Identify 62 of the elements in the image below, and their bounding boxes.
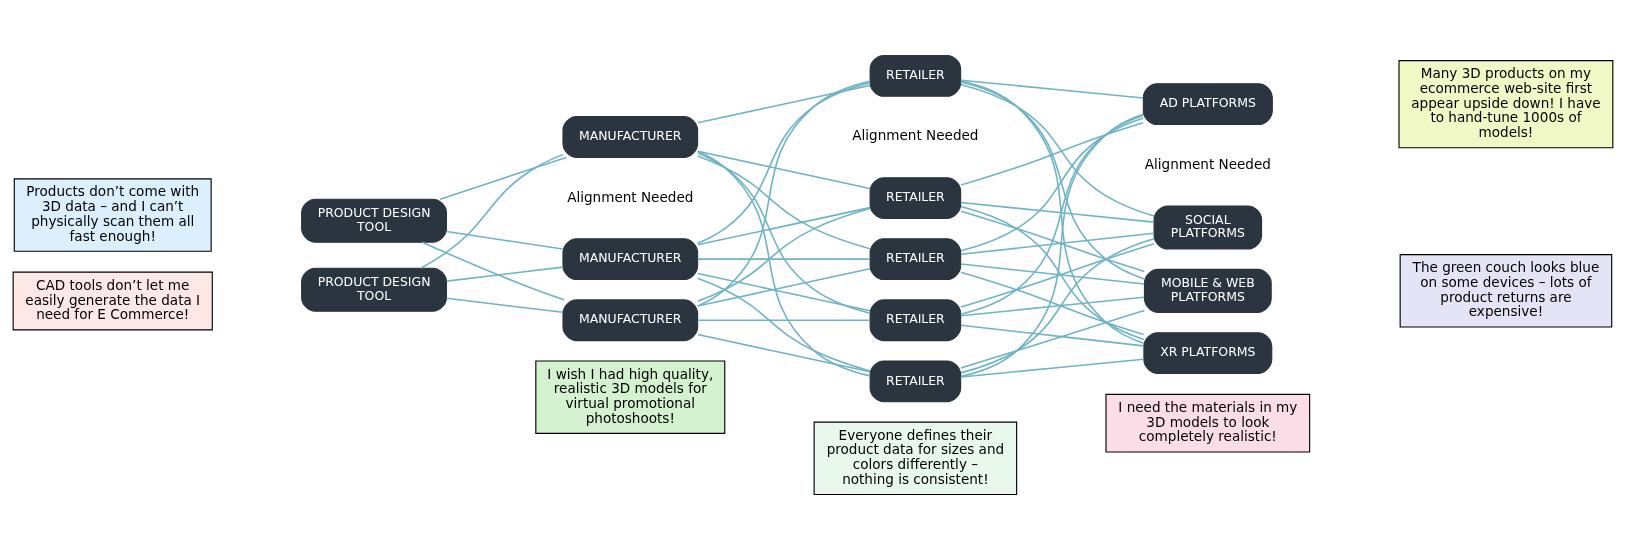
- connector: [960, 121, 1144, 186]
- connector: [960, 231, 1155, 255]
- connector: [696, 206, 871, 246]
- connector: [960, 83, 1155, 217]
- connector: [696, 149, 871, 377]
- node-box: AD PLATFORMS: [1142, 82, 1273, 125]
- node-box: XR PLATFORMS: [1143, 331, 1273, 374]
- node-box: PRODUCT DESIGN TOOL: [301, 267, 447, 312]
- node-box: Products don’t come with 3D data – and I can’t physically scan them all fast enough!: [13, 177, 212, 252]
- connector: [696, 276, 871, 372]
- node-box: PRODUCT DESIGN TOOL: [301, 198, 447, 243]
- connector: [960, 237, 1155, 374]
- connector: [960, 112, 1144, 377]
- node-box: SOCIAL PLATFORMS: [1153, 204, 1263, 250]
- label: Alignment Needed: [567, 188, 694, 205]
- connector: [439, 156, 568, 200]
- connector: [696, 151, 871, 314]
- node-box: CAD tools don’t let me easily generate the data I need for E Commerce!: [12, 271, 213, 330]
- connector: [960, 79, 1145, 344]
- connector: [420, 153, 564, 269]
- connector: [960, 116, 1145, 252]
- connector: [960, 309, 1146, 369]
- connector: [960, 210, 1146, 272]
- connector: [445, 230, 564, 250]
- node-box: MANUFACTURER: [562, 115, 699, 158]
- connector: [421, 240, 565, 301]
- connector: [445, 265, 564, 282]
- connector: [960, 78, 1144, 99]
- node-box: RETAILER: [869, 359, 962, 402]
- connector: [960, 262, 1145, 285]
- connector: [960, 357, 1145, 378]
- node-box: RETAILER: [869, 237, 962, 280]
- node-box: The green couch looks blue on some devices – lots of product returns are expensive!: [1399, 253, 1613, 328]
- node-box: RETAILER: [869, 176, 962, 219]
- node-box: MANUFACTURER: [562, 237, 699, 280]
- connector: [696, 154, 871, 249]
- connector: [696, 207, 871, 302]
- connector: [696, 333, 871, 373]
- node-box: RETAILER: [869, 54, 962, 97]
- connector: [959, 80, 1145, 280]
- connector: [696, 257, 871, 260]
- connector: [960, 270, 1145, 335]
- connector: [445, 297, 564, 313]
- connector: [960, 324, 1145, 347]
- connector: [696, 80, 871, 307]
- connector: [960, 114, 1144, 315]
- node-box: MANUFACTURER: [562, 298, 699, 341]
- node-box: I need the materials in my 3D models to look completely realistic!: [1105, 393, 1311, 453]
- label: Alignment Needed: [1144, 155, 1271, 172]
- connector: [696, 84, 871, 123]
- connector: [696, 81, 871, 244]
- node-box: MOBILE & WEB PLATFORMS: [1143, 268, 1272, 313]
- connector: [960, 205, 1145, 340]
- label: Alignment Needed: [852, 126, 979, 143]
- node-box: I wish I had high quality, realistic 3D models for virtual promotional photoshoots!: [535, 359, 726, 434]
- connector: [960, 201, 1155, 223]
- connector: [960, 242, 1155, 308]
- connector: [960, 295, 1145, 317]
- node-box: Everyone defines their product data for sizes and colors differently – nothing is consistent!: [813, 421, 1018, 495]
- node-box: RETAILER: [869, 298, 962, 341]
- node-box: Many 3D products on my ecommerce web-site first appear upside down! I have to hand-tune 1000s of models!: [1398, 59, 1614, 148]
- connector: [696, 318, 871, 321]
